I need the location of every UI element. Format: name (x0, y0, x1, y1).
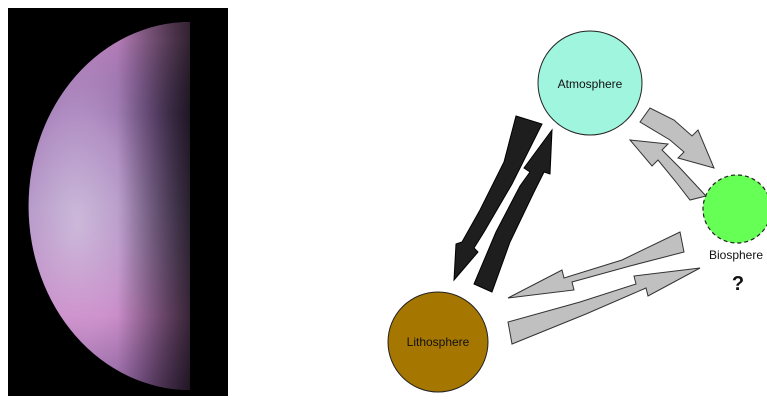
sphere-diagram: Atmosphere Lithosphere Biosphere ? (340, 0, 767, 398)
atmosphere-label: Atmosphere (558, 77, 623, 91)
biosphere-circle (703, 175, 767, 243)
biosphere-label: Biosphere (709, 248, 763, 262)
lithosphere-node: Lithosphere (388, 292, 488, 392)
planet-photo (8, 8, 228, 396)
biosphere-question-mark: ? (732, 273, 744, 295)
atmosphere-node: Atmosphere (538, 31, 642, 135)
arrow-lithosphere-to-biosphere (508, 268, 700, 344)
lithosphere-label: Lithosphere (407, 335, 470, 349)
biosphere-node: Biosphere ? (703, 175, 767, 295)
venus-image (8, 8, 228, 396)
sphere-diagram-svg: Atmosphere Lithosphere Biosphere ? (340, 0, 767, 398)
